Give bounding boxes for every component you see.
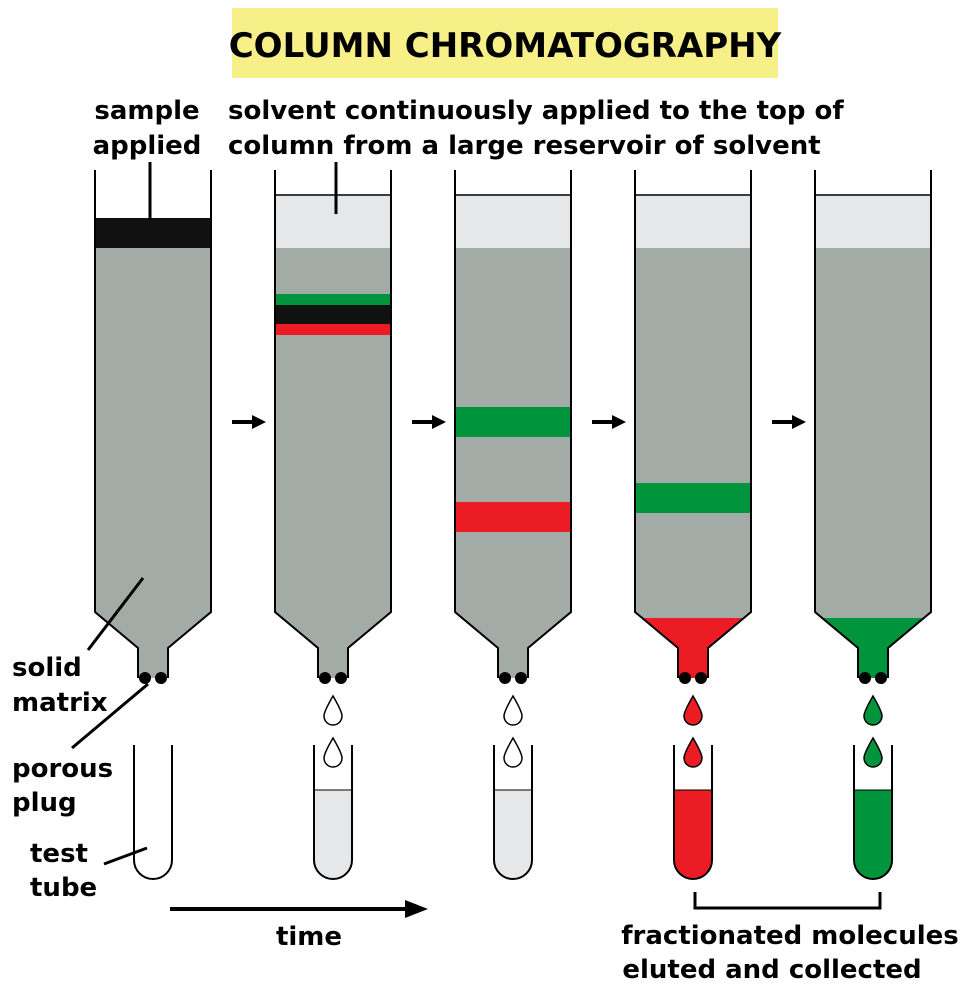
column-5 <box>814 170 932 880</box>
test-tube-5-green-liquid <box>854 790 892 879</box>
test-tube-3-liquid <box>494 790 532 879</box>
solid-matrix-label-line1: solid <box>12 653 82 683</box>
column-5-green-eluting <box>822 618 924 678</box>
solvent-label-line2: column from a large reservoir of solvent <box>228 131 821 161</box>
column-3-solvent <box>455 195 571 248</box>
column-4-red-eluting <box>642 618 744 678</box>
column-2-outline <box>274 170 392 678</box>
column-5-plug-right <box>875 672 887 684</box>
column-3-matrix <box>455 248 571 678</box>
column-1-matrix <box>95 248 211 678</box>
column-3-green-band <box>455 407 571 437</box>
column-2-green-band <box>275 294 391 305</box>
step-arrow-1 <box>232 415 266 429</box>
column-2-solvent <box>275 195 391 248</box>
porous-plug-label-line2: plug <box>12 788 77 818</box>
column-4 <box>634 170 752 880</box>
time-arrow <box>170 900 428 918</box>
column-4-red-drop-2 <box>683 736 703 768</box>
porous-plug-pointer <box>71 682 149 750</box>
column-2-matrix <box>275 248 391 678</box>
column-3-red-band <box>455 502 571 532</box>
step-arrow-2 <box>412 415 446 429</box>
solid-matrix-label-line2: matrix <box>12 688 108 718</box>
fraction-bracket <box>693 892 882 910</box>
fractionated-label-line2: eluted and collected <box>622 955 921 985</box>
test-tube-4-red-liquid <box>674 790 712 879</box>
sample-applied-label-line1: sample <box>94 96 199 126</box>
column-2 <box>274 162 392 880</box>
column-3-drop-2 <box>503 736 523 768</box>
solvent-label-line1: solvent continuously applied to the top … <box>228 96 844 126</box>
test-tube-3 <box>493 745 533 880</box>
column-5-solvent <box>815 195 931 248</box>
column-5-outline <box>814 170 932 678</box>
column-5-green-drop-2 <box>863 736 883 768</box>
column-4-outline <box>634 170 752 678</box>
test-tube-2 <box>313 745 353 880</box>
column-1-plug-right <box>155 672 167 684</box>
column-4-red-drop-1 <box>683 694 703 726</box>
test-tube-2-liquid <box>314 790 352 879</box>
test-tube-5 <box>853 745 893 880</box>
column-4-matrix <box>635 248 751 678</box>
column-2-plug-left <box>319 672 331 684</box>
column-5-matrix <box>815 248 931 678</box>
test-tube-pointer <box>103 846 148 866</box>
column-4-plug-left <box>679 672 691 684</box>
column-5-green-drop-1 <box>863 694 883 726</box>
column-3-drop-1 <box>503 694 523 726</box>
column-2-drop-1 <box>323 694 343 726</box>
title-banner <box>232 8 778 78</box>
column-4-solvent <box>635 195 751 248</box>
fractionated-label-line1: fractionated molecules <box>621 921 959 951</box>
column-2-red-band <box>275 324 391 335</box>
porous-plug-label-line1: porous <box>12 754 113 784</box>
column-2-black-band <box>275 305 391 324</box>
solid-matrix-pointer <box>86 577 145 651</box>
column-1-sample-band <box>95 218 211 248</box>
time-label: time <box>276 922 342 952</box>
test-tube-label-line1: test <box>30 839 88 869</box>
column-1-outline <box>94 170 212 678</box>
column-4-green-band <box>635 483 751 513</box>
column-5-plug-left <box>859 672 871 684</box>
column-1-plug-left <box>139 672 151 684</box>
column-3-outline <box>454 170 572 678</box>
column-2-plug-right <box>335 672 347 684</box>
test-tube-4 <box>673 745 713 880</box>
test-tube-1 <box>133 745 173 880</box>
column-2-drop-2 <box>323 736 343 768</box>
column-3 <box>454 170 572 880</box>
column-1 <box>94 162 212 880</box>
test-tube-label-line2: tube <box>30 873 97 903</box>
column-3-plug-left <box>499 672 511 684</box>
sample-applied-label-line2: applied <box>93 131 202 161</box>
step-arrow-4 <box>772 415 806 429</box>
column-3-plug-right <box>515 672 527 684</box>
column-4-plug-right <box>695 672 707 684</box>
title: COLUMN CHROMATOGRAPHY <box>229 26 782 66</box>
step-arrow-3 <box>592 415 626 429</box>
